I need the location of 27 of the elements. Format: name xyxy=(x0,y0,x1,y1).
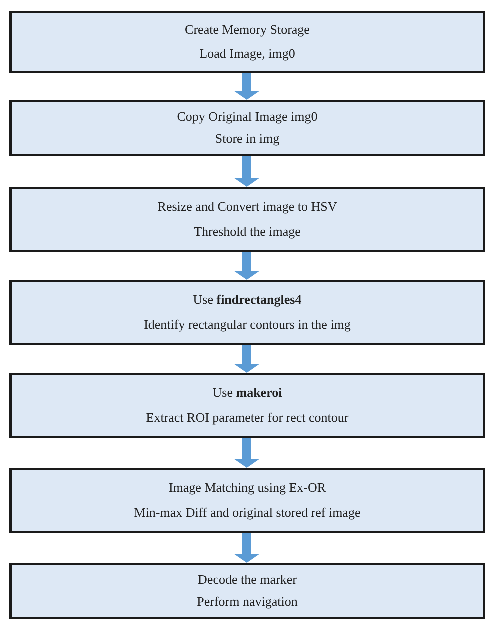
process-box xyxy=(9,187,485,252)
step-text: Extract ROI parameter for rect contour xyxy=(146,410,349,426)
process-box xyxy=(9,373,485,438)
step-text: Resize and Convert image to HSV xyxy=(158,200,338,214)
process-box xyxy=(9,11,485,73)
step-text: Identify rectangular contours in the img xyxy=(144,318,351,332)
process-box xyxy=(9,100,485,156)
step-text: Threshold the image xyxy=(194,224,301,240)
process-box xyxy=(9,280,485,345)
flow-arrow xyxy=(234,438,260,468)
step-text: Store in img xyxy=(215,132,280,146)
step-text: Decode the marker xyxy=(198,572,297,588)
process-box xyxy=(9,468,485,533)
flow-arrow xyxy=(234,156,260,187)
flow-arrow xyxy=(234,252,260,280)
flow-arrow xyxy=(234,73,260,100)
step-text: Copy Original Image img0 xyxy=(177,110,318,124)
step-text: Use findrectangles4 xyxy=(193,292,302,308)
step-text: Image Matching using Ex-OR xyxy=(168,480,326,496)
step-text: Min-max Diff and original stored ref image xyxy=(134,506,361,520)
step-text: Perform navigation xyxy=(197,594,298,610)
step-text: Create Memory Storage xyxy=(185,22,310,38)
process-box xyxy=(9,563,485,619)
flow-arrow xyxy=(234,533,260,563)
step-text: Use makeroi xyxy=(212,386,282,400)
step-text: Load Image, img0 xyxy=(200,46,296,62)
flow-arrow xyxy=(234,345,260,373)
